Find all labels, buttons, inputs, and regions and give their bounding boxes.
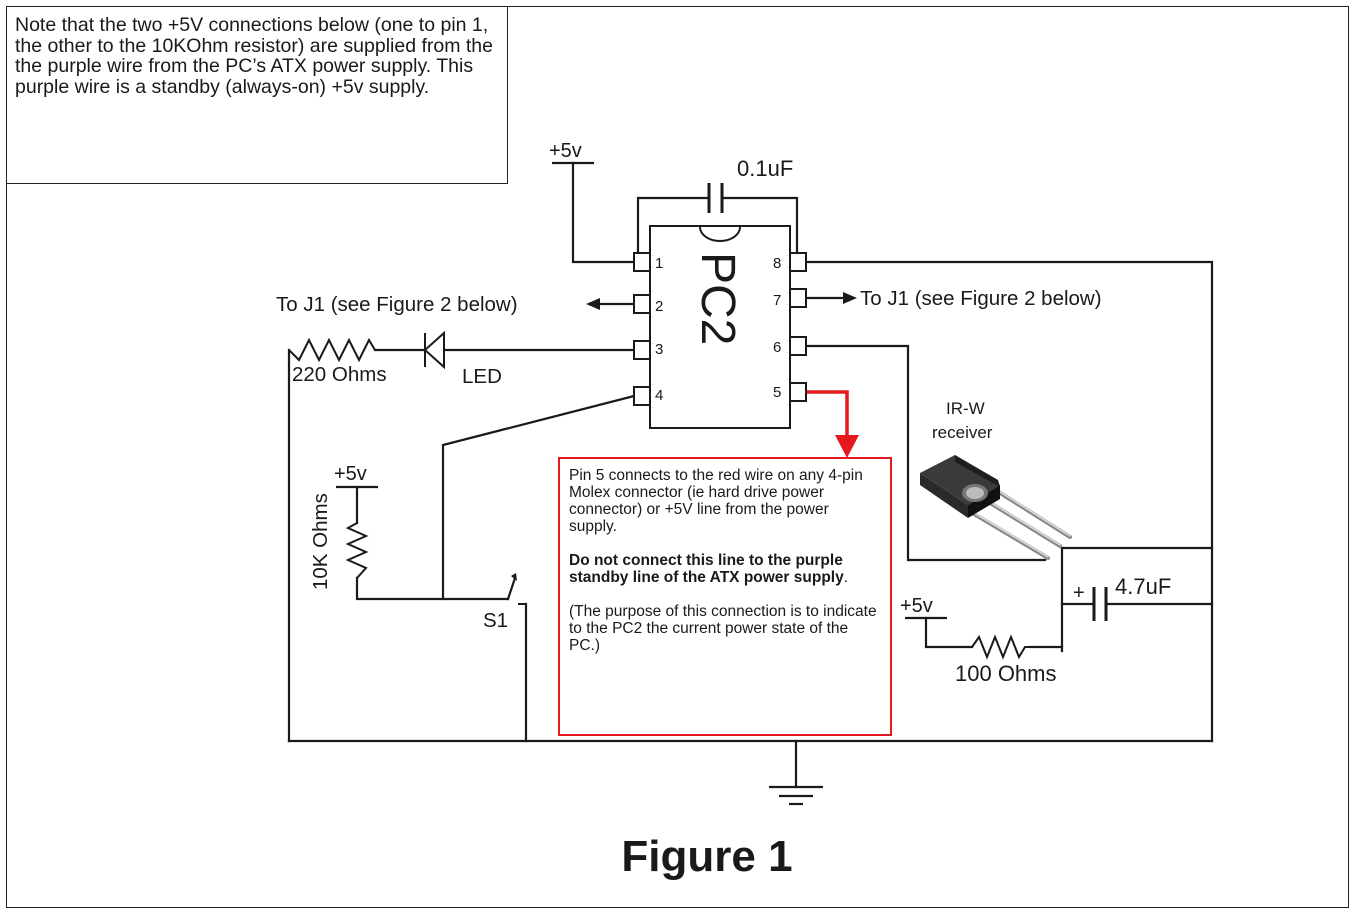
callout-warning: Do not connect this line to the purple s… <box>569 552 844 586</box>
arrow-j1-right <box>843 292 857 304</box>
pin-box-2 <box>633 294 651 314</box>
pin5-red-wire <box>805 390 859 458</box>
led-diode <box>423 330 445 370</box>
label-ir-line1: IR-W <box>946 399 985 418</box>
label-vcc-right: +5v <box>900 595 933 617</box>
figure-frame <box>6 6 1349 908</box>
pin-box-7 <box>789 288 807 308</box>
label-r220: 220 Ohms <box>292 363 387 386</box>
callout-warning-end: . <box>843 569 849 586</box>
callout-para-1: Pin 5 connects to the red wire on any 4-… <box>569 467 863 535</box>
figure-caption: Figure 1 <box>621 832 792 881</box>
label-to-j1-left: To J1 (see Figure 2 below) <box>276 293 518 316</box>
ic-notch <box>699 226 741 242</box>
label-pin-7: 7 <box>773 292 781 309</box>
wire-cap-left <box>636 196 711 255</box>
label-pin-3: 3 <box>655 341 663 358</box>
label-ic-name: PC2 <box>691 252 744 345</box>
ic-body <box>649 225 791 429</box>
label-cap-01uf: 0.1uF <box>737 156 793 181</box>
label-pin-5: 5 <box>773 384 781 401</box>
label-vcc-left: +5v <box>334 463 367 485</box>
wire-10k <box>355 485 510 601</box>
label-r100: 100 Ohms <box>955 661 1057 686</box>
label-to-j1-right: To J1 (see Figure 2 below) <box>860 287 1102 310</box>
callout-para-3: (The purpose of this connection is to in… <box>569 603 877 654</box>
note-box: Note that the two +5V connections below … <box>6 6 508 184</box>
ir-receiver-graphic <box>920 455 1072 560</box>
label-pin-4: 4 <box>655 387 663 404</box>
label-ir-line2: receiver <box>932 423 993 442</box>
label-s1: S1 <box>483 609 508 632</box>
label-cap-47uf: 4.7uF <box>1115 574 1171 599</box>
label-cap-plus: + <box>1073 582 1085 604</box>
label-pin-1: 1 <box>655 255 663 272</box>
pin-box-1 <box>633 252 651 272</box>
wire-pin6 <box>803 344 1047 562</box>
label-pin-6: 6 <box>773 339 781 356</box>
switch-contact <box>511 573 517 581</box>
pin-box-5 <box>789 382 807 402</box>
wire-s1 <box>506 576 517 601</box>
wire-vcc-pin1 <box>571 161 636 264</box>
label-led: LED <box>462 365 502 388</box>
resistor-100 <box>971 634 1030 660</box>
pin-box-8 <box>789 252 807 272</box>
wire-cap-right <box>720 196 799 255</box>
label-pin-8: 8 <box>773 255 781 272</box>
callout-para-2: Do not connect this line to the purple s… <box>569 552 881 586</box>
pin-box-3 <box>633 340 651 360</box>
label-vcc-top: +5v <box>549 140 582 162</box>
wire-100-left <box>924 616 974 649</box>
note-text: Note that the two +5V connections below … <box>15 14 493 98</box>
arrow-j1-left <box>586 298 600 310</box>
label-pin-2: 2 <box>655 298 663 315</box>
resistor-10k <box>345 522 369 579</box>
label-r10k: 10K Ohms <box>309 493 332 590</box>
pin-box-6 <box>789 336 807 356</box>
pin5-callout: Pin 5 connects to the red wire on any 4-… <box>558 457 892 736</box>
pin-box-4 <box>633 386 651 406</box>
resistor-220 <box>288 337 376 363</box>
wire-pin8-rail <box>803 260 1214 743</box>
wire-pin4 <box>441 394 636 601</box>
